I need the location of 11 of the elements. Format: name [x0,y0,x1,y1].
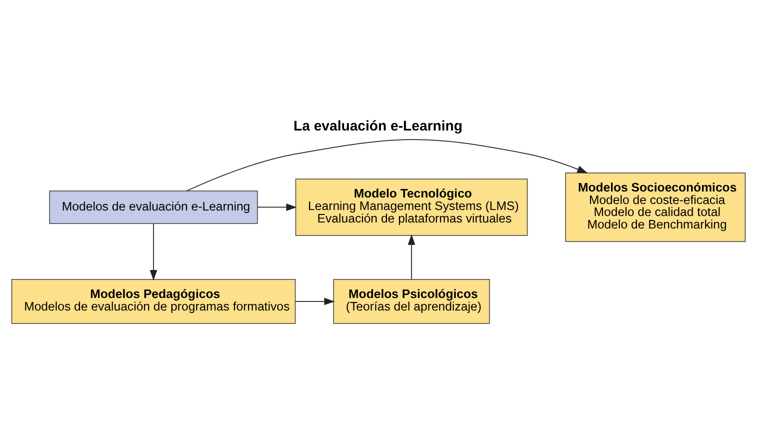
arrow [408,234,416,280]
arrow [257,204,297,211]
node-box: Modelo Tecnológico Learning Management Systems (LMS) Evaluación de plataformas virtuales [295,178,528,236]
node-box: Modelos Pedagógicos Modelos de evaluación de programas formativos [11,279,296,324]
diagram-title: La evaluación e-Learning [294,117,463,134]
arrow [186,139,588,192]
node-box: Modelos de evaluación e-Learning [49,190,258,224]
arrow [150,223,158,281]
arrow [294,298,335,306]
node-box: Modelos Psicológicos (Teorías del aprendizaje) [333,279,490,324]
node-box: Modelos Socioeconómicos Modelo de coste-eficacia Modelo de calidad total Modelo de Benchmarking [565,172,746,242]
